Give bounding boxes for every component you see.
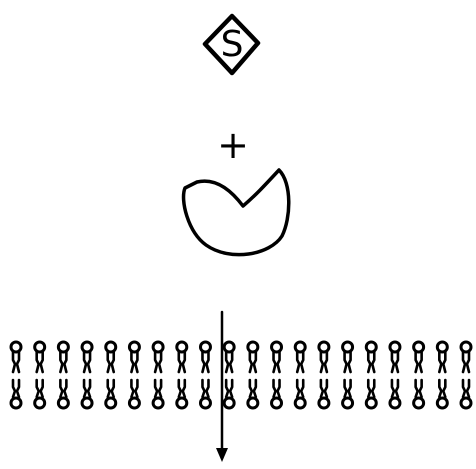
lipid-lower bbox=[129, 380, 139, 408]
lipid-upper bbox=[35, 342, 45, 372]
lipid-lower bbox=[343, 380, 353, 408]
lipid-upper bbox=[58, 342, 68, 372]
lipid-lower bbox=[319, 380, 329, 408]
lipid-lower bbox=[106, 380, 116, 408]
lipid-upper bbox=[366, 342, 376, 372]
plus-sign: + bbox=[217, 123, 249, 167]
lipid-upper bbox=[437, 342, 447, 372]
lipid-upper bbox=[129, 342, 139, 372]
lipid-lower bbox=[295, 380, 305, 408]
lipid-upper bbox=[106, 342, 116, 372]
lipid-lower bbox=[461, 380, 471, 408]
lipid-upper bbox=[343, 342, 353, 372]
lipid-upper bbox=[390, 342, 400, 372]
lipid-lower bbox=[177, 380, 187, 408]
lipid-lower bbox=[82, 380, 92, 408]
lipid-lower bbox=[437, 380, 447, 408]
lipid-lower bbox=[366, 380, 376, 408]
lipid-lower bbox=[248, 380, 258, 408]
lipid-lower bbox=[153, 380, 163, 408]
lipid-lower bbox=[224, 380, 234, 408]
lipid-upper bbox=[153, 342, 163, 372]
lipid-lower bbox=[390, 380, 400, 408]
lipid-upper bbox=[11, 342, 21, 372]
lipid-upper bbox=[248, 342, 258, 372]
lipid-upper bbox=[295, 342, 305, 372]
lipid-upper bbox=[461, 342, 471, 372]
lipid-upper bbox=[177, 342, 187, 372]
lipid-upper bbox=[82, 342, 92, 372]
substrate-label: S bbox=[221, 24, 244, 65]
lipid-lower bbox=[200, 380, 210, 408]
lipid-upper bbox=[272, 342, 282, 372]
lipid-lower bbox=[272, 380, 282, 408]
lipid-lower bbox=[414, 380, 424, 408]
substrate-molecule: S bbox=[205, 16, 258, 73]
lipid-lower bbox=[58, 380, 68, 408]
lipid-upper bbox=[224, 342, 234, 372]
lipid-lower bbox=[35, 380, 45, 408]
lipid-lower bbox=[11, 380, 21, 408]
lipid-upper bbox=[319, 342, 329, 372]
enzyme-shape bbox=[184, 170, 289, 255]
lipid-upper bbox=[414, 342, 424, 372]
lipid-upper bbox=[200, 342, 210, 372]
lipid-bilayer-membrane bbox=[11, 342, 471, 408]
